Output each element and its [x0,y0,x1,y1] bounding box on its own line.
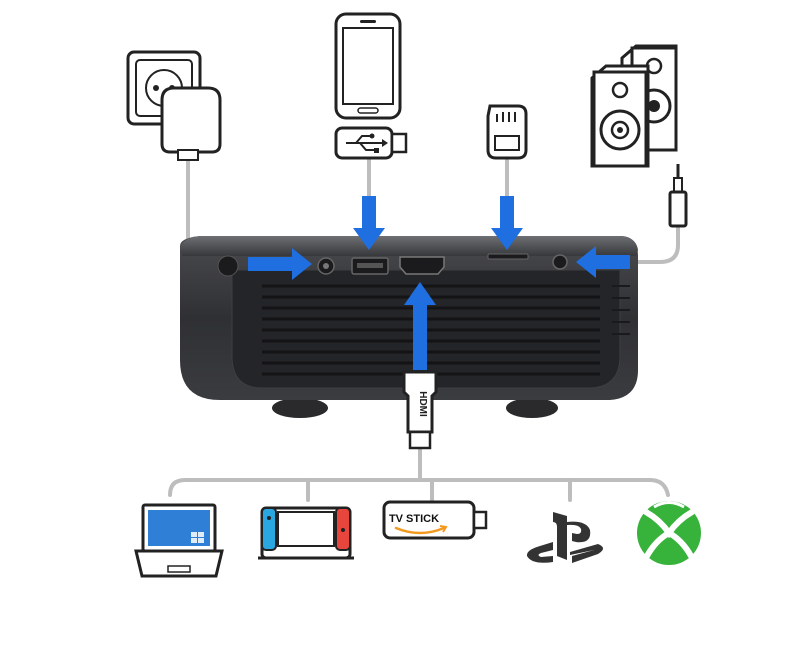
tv-stick-icon: TV STICK [382,500,488,540]
arrow-power [248,248,312,280]
xbox-logo [637,501,701,565]
sd-slot [487,253,529,260]
arrow-sd [491,196,523,250]
arrows [248,196,630,370]
projector-top-edge [180,236,638,256]
playstation-logo [526,512,603,563]
arrow-audio [576,246,630,278]
hdmi-port [399,256,445,275]
smartphone-icon [334,12,402,120]
sd-card-icon [486,104,528,160]
tv-stick-label: TV STICK [389,513,439,525]
speaker-pair-icon [590,44,678,168]
audio-cable [628,226,680,264]
bottom-bus [168,478,670,497]
arrow-hdmi [404,282,436,370]
vent-grill [262,284,600,376]
projector-foot-left [272,398,328,418]
usb-flash-drive-icon [334,126,408,160]
laptop-icon [134,503,224,578]
power-plug-icon [160,86,222,161]
handheld-console-icon [258,506,354,560]
power-port [217,255,239,277]
hdmi-label: HDMI [417,391,428,417]
hdmi-connector-icon: HDMI [402,370,438,450]
audio-jack-icon [668,164,688,228]
amazon-smile [394,526,446,535]
projector-foot-right [506,398,558,418]
audio-port [552,254,568,270]
arrow-usb [353,196,385,250]
